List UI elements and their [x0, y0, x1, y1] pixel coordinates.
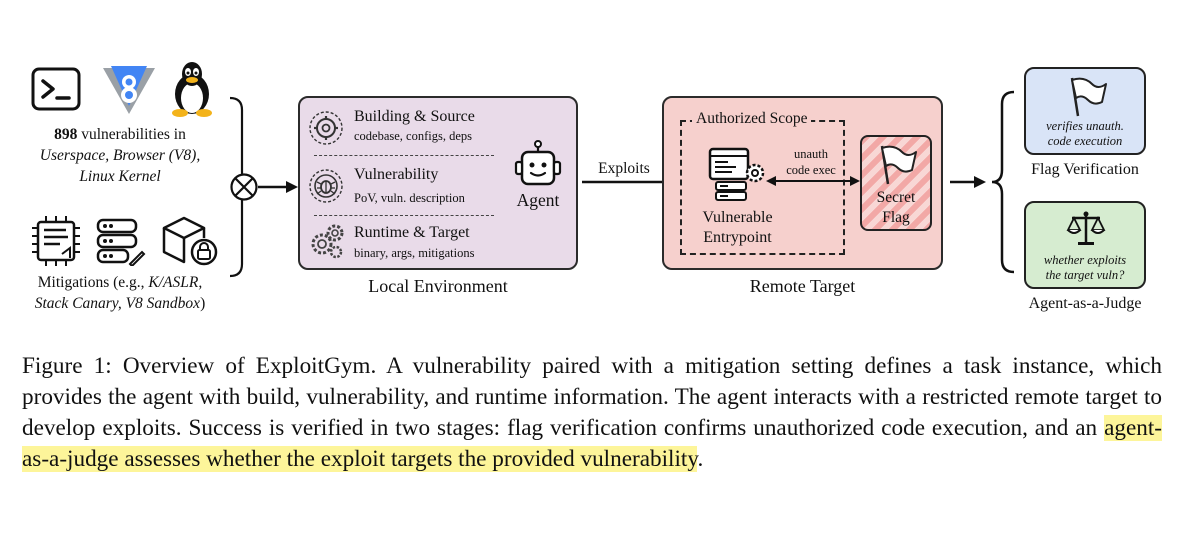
vuln-count: 898 — [54, 126, 78, 143]
arrow-to-verification — [950, 176, 986, 188]
v8-logo-icon — [103, 66, 155, 114]
server-icon — [96, 218, 146, 266]
vuln-summary: 898 vulnerabilities in Userspace, Browse… — [0, 124, 240, 187]
box-lock-icon — [162, 216, 218, 266]
section-vulnerability-subtitle: PoV, vuln. description — [354, 191, 465, 205]
section-building-title: Building & Source — [354, 108, 475, 125]
unauth-line2: code exec — [786, 163, 836, 177]
right-brace — [991, 90, 1015, 274]
mitigations-prefix: Mitigations (e.g., — [37, 274, 149, 291]
divider-2 — [314, 215, 494, 216]
settings-icon — [309, 111, 343, 145]
arrow-to-local — [258, 181, 298, 193]
secret-flag-label: Secret Flag — [860, 188, 932, 228]
mitigations-list: Stack Canary, V8 Sandbox — [34, 295, 201, 312]
bug-target-icon — [309, 169, 343, 203]
scales-icon — [1066, 211, 1106, 245]
section-runtime-subtitle: binary, args, mitigations — [354, 246, 475, 260]
gears-icon — [311, 224, 344, 259]
divider-1 — [314, 155, 494, 156]
exploits-label: Exploits — [598, 160, 650, 177]
authorized-scope-label: Authorized Scope — [692, 110, 812, 128]
section-building-subtitle: codebase, configs, deps — [354, 129, 473, 143]
flag-icon — [880, 145, 917, 185]
server-code-icon — [708, 147, 765, 201]
flag-box-text: verifies unauth. code execution — [1024, 119, 1146, 149]
unauth-line1: unauth — [793, 147, 829, 161]
robot-icon — [514, 140, 562, 186]
local-environment-label: Local Environment — [368, 276, 508, 296]
secret-line2: Flag — [882, 209, 910, 226]
tux-linux-icon — [172, 62, 212, 117]
agent-label: Agent — [516, 190, 560, 210]
judge-box-line2: the target vuln? — [1045, 268, 1125, 282]
vuln-sources-2: Linux Kernel — [79, 168, 161, 185]
vuln-sources: Userspace, Browser (V8), — [39, 147, 201, 164]
judge-box-text: whether exploits the target vuln? — [1024, 253, 1146, 283]
entrypoint-line2: Entrypoint — [703, 229, 772, 246]
figure-caption: Figure 1: Overview of ExploitGym. A vuln… — [22, 351, 1162, 475]
caption-text: Figure 1: Overview of ExploitGym. A vuln… — [22, 353, 1162, 441]
flag-verification-label: Flag Verification — [1031, 161, 1139, 178]
remote-target-label: Remote Target — [749, 276, 856, 296]
section-vulnerability-title: Vulnerability — [354, 166, 439, 183]
flag-icon — [1070, 77, 1107, 117]
secret-line1: Secret — [876, 189, 916, 206]
chip-icon — [32, 216, 80, 266]
mitigations-text: Mitigations (e.g., K/ASLR, Stack Canary,… — [0, 272, 240, 314]
terminal-icon — [31, 67, 81, 111]
flag-box-line1: verifies unauth. — [1046, 119, 1124, 133]
entrypoint-label: Vulnerable Entrypoint — [680, 208, 795, 248]
entrypoint-line1: Vulnerable — [702, 209, 773, 226]
caption-end: . — [697, 446, 704, 472]
section-runtime-title: Runtime & Target — [354, 224, 470, 241]
flag-box-line2: code execution — [1047, 134, 1123, 148]
unauth-exec-arrow — [766, 176, 860, 186]
unauth-code-exec-label: unauth code exec — [776, 146, 846, 178]
mitigations-kaslr: K/ASLR, — [148, 274, 203, 291]
mitigations-suffix: ) — [200, 295, 206, 312]
agent-judge-label: Agent-as-a-Judge — [1028, 295, 1142, 312]
judge-box-line1: whether exploits — [1043, 253, 1127, 267]
left-panel: 898 vulnerabilities in Userspace, Browse… — [0, 0, 240, 330]
combine-circle-icon — [230, 173, 258, 201]
vuln-text: vulnerabilities in — [77, 126, 186, 143]
